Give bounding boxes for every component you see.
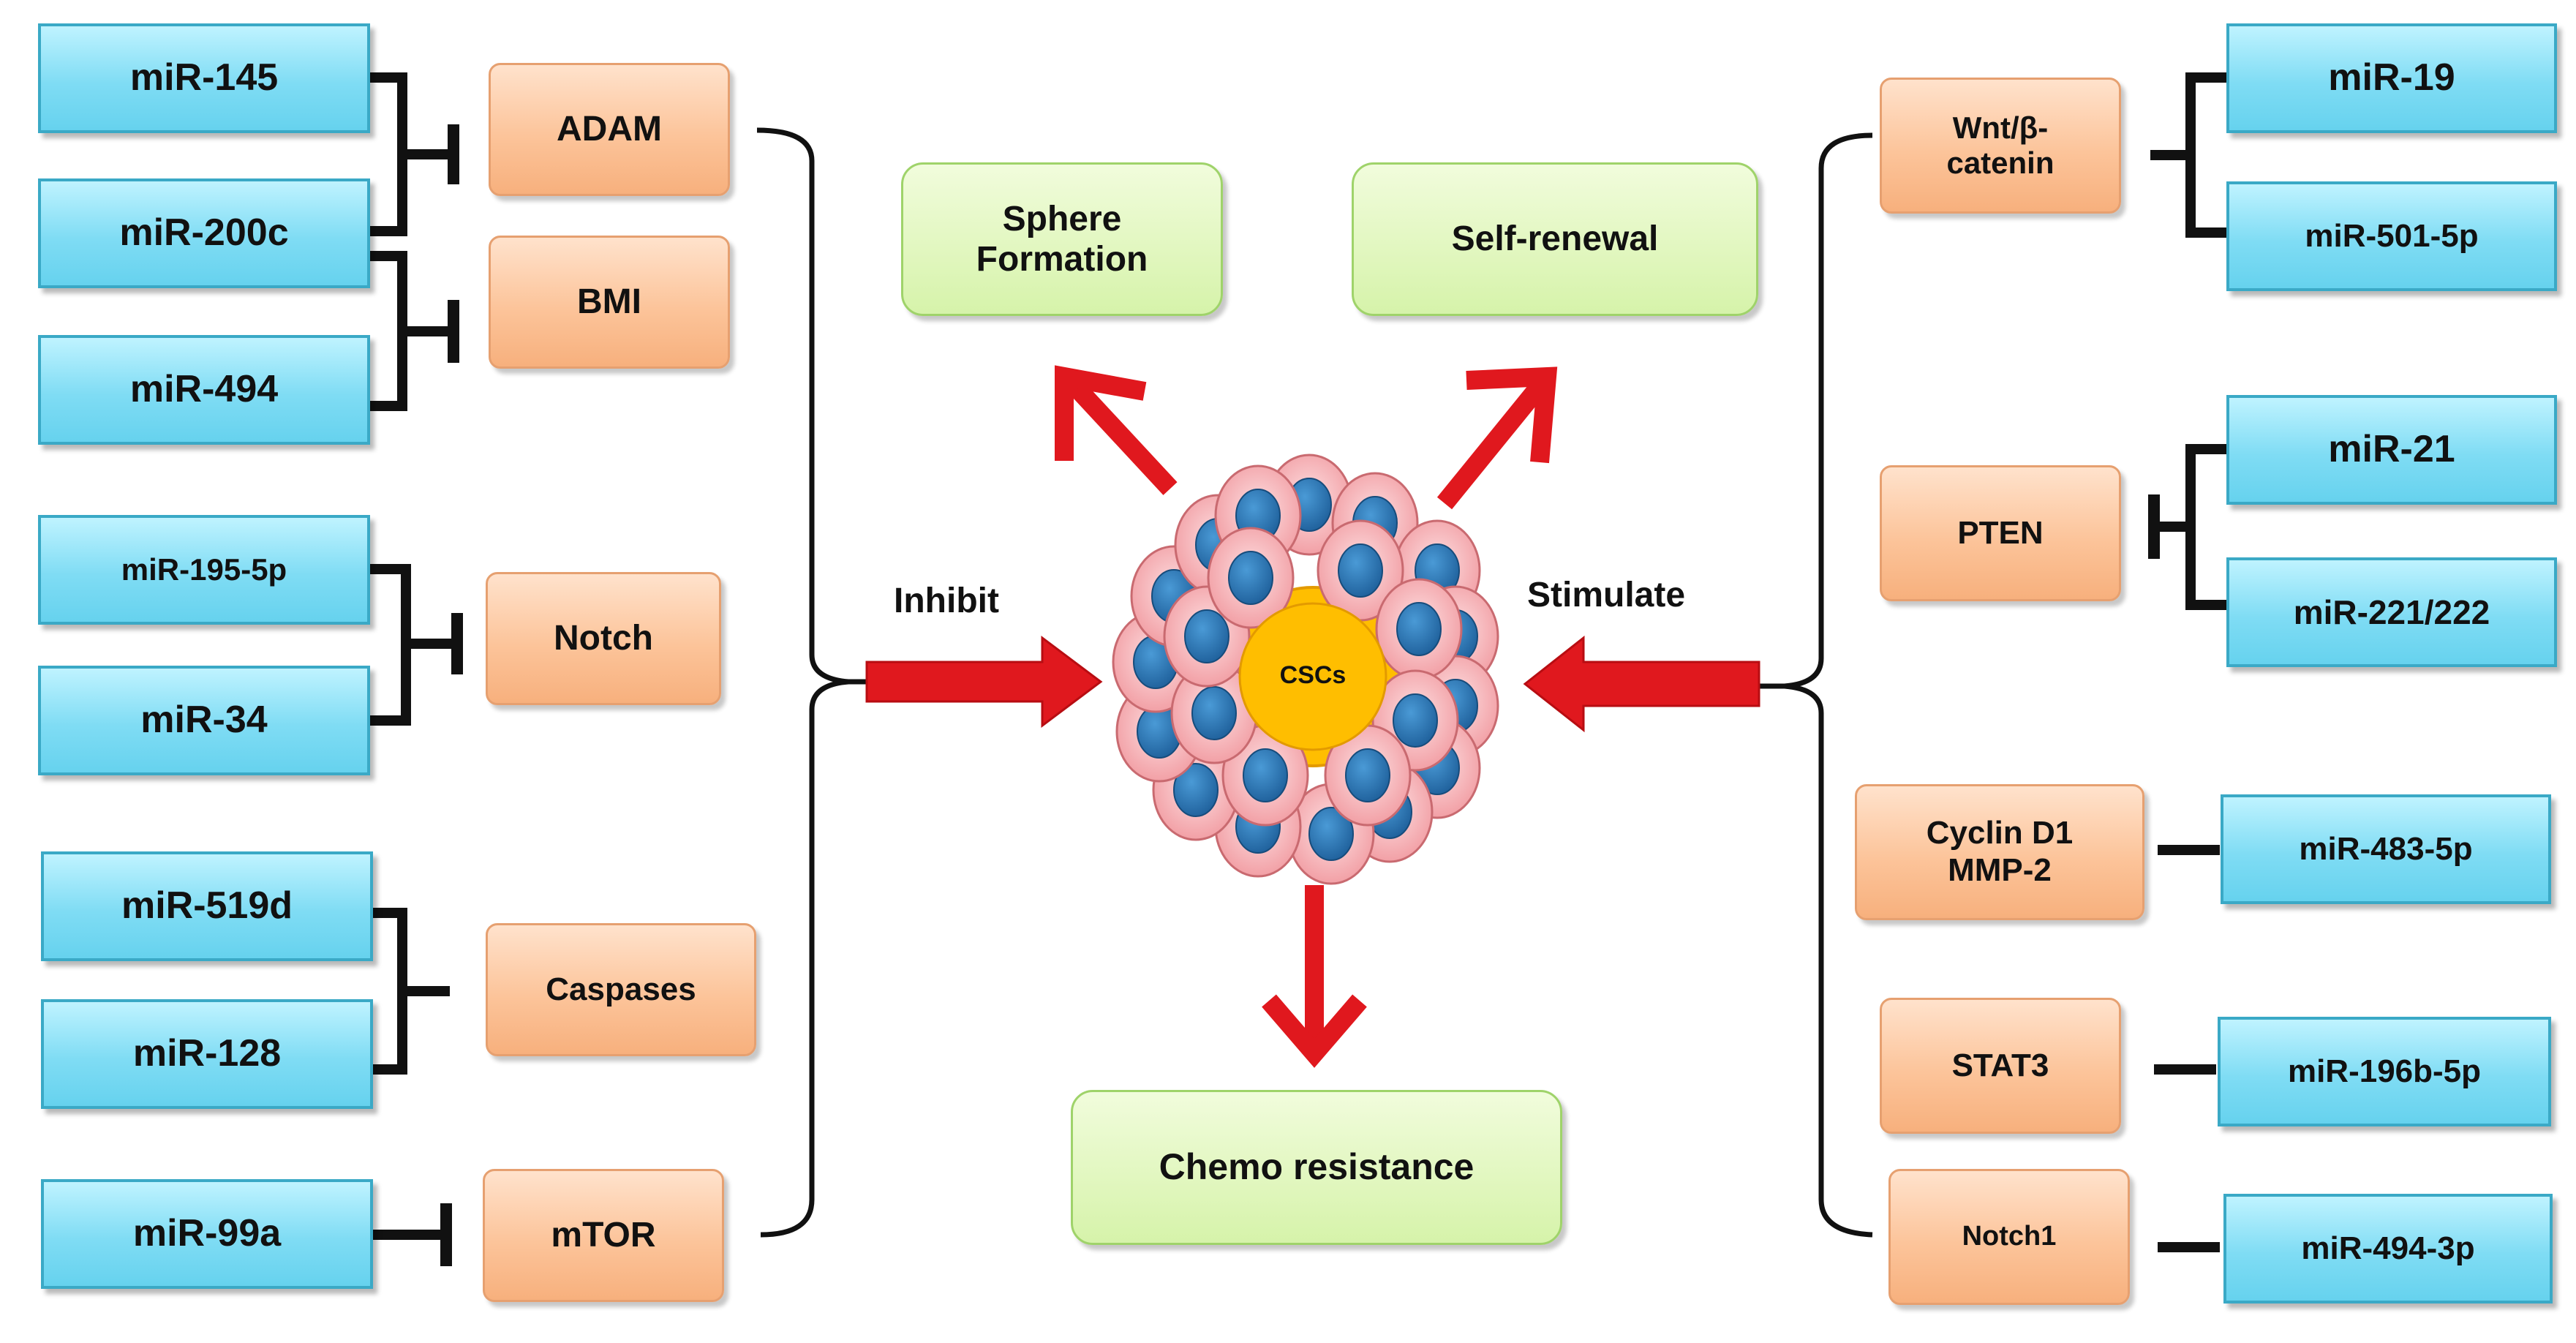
mirna-box-mir145: miR-145	[38, 23, 370, 133]
csc-cell-nucleus	[1396, 602, 1442, 656]
outcome-chemo-resistance: Chemo resistance	[1071, 1090, 1562, 1245]
csc-cell-nucleus	[1345, 748, 1390, 802]
mirna-box-mir494-3p: miR-494-3p	[2223, 1194, 2553, 1304]
target-box-notch: Notch	[486, 572, 721, 705]
bracket-wnt	[2150, 72, 2227, 238]
target-box-cyclin-d1-mmp2: Cyclin D1 MMP-2	[1855, 784, 2144, 920]
bracket-mir195-mir34	[369, 564, 457, 726]
bracket-pten	[2154, 444, 2227, 610]
mirna-box-mir196b-5p: miR-196b-5p	[2218, 1017, 2551, 1126]
outcome-sphere-formation: Sphere Formation	[901, 162, 1223, 316]
csc-cell-nucleus	[1191, 686, 1237, 740]
arrow-to-selfrenewal	[1436, 380, 1548, 510]
left-group-bracket	[756, 127, 849, 1238]
bracket-mir519d-mir128	[369, 908, 450, 1075]
stimulate-arrow	[1523, 635, 1760, 733]
target-box-mtor: mTOR	[483, 1169, 724, 1302]
stimulate-label: Stimulate	[1527, 576, 1686, 614]
csc-cell-nucleus	[1228, 551, 1273, 605]
target-box-wnt-beta-catenin: Wnt/β- catenin	[1880, 78, 2121, 214]
csc-cell-nucleus	[1243, 748, 1288, 802]
mirna-box-mir99a: miR-99a	[41, 1179, 373, 1289]
arrow-to-sphere	[1068, 380, 1178, 495]
csc-cell-nucleus	[1393, 693, 1438, 748]
bracket-mir200c-mir494	[369, 251, 453, 411]
csc-cell-nucleus	[1173, 763, 1219, 817]
inhibit-arrow	[865, 636, 1103, 728]
target-box-caspases: Caspases	[486, 923, 756, 1056]
right-group-bracket	[1784, 132, 1873, 1238]
target-box-adam: ADAM	[489, 63, 730, 196]
mirna-box-mir494: miR-494	[38, 335, 370, 445]
bracket-mir145-mir200c	[369, 72, 453, 236]
csc-cell-nucleus	[1184, 609, 1229, 663]
target-box-bmi: BMI	[489, 236, 730, 369]
csc-cluster	[1112, 454, 1499, 885]
mirna-box-mir200c: miR-200c	[38, 178, 370, 288]
target-box-pten: PTEN	[1880, 465, 2121, 601]
mirna-box-mir195-5p: miR-195-5p	[38, 515, 370, 625]
mirna-box-mir483-5p: miR-483-5p	[2221, 794, 2551, 904]
target-box-notch1: Notch1	[1888, 1169, 2130, 1305]
csc-cell-nucleus	[1338, 543, 1383, 598]
mirna-box-mir19: miR-19	[2226, 23, 2557, 133]
target-box-stat3: STAT3	[1880, 998, 2121, 1134]
mirna-box-mir221-222: miR-221/222	[2226, 557, 2557, 667]
mirna-box-mir501-5p: miR-501-5p	[2226, 181, 2557, 291]
csc-core-top	[1238, 602, 1387, 751]
csc-cell-nucleus	[1308, 807, 1354, 861]
mirna-box-mir21: miR-21	[2226, 395, 2557, 505]
mirna-box-mir128: miR-128	[41, 999, 373, 1109]
outcome-self-renewal: Self-renewal	[1352, 162, 1758, 316]
mirna-box-mir519d: miR-519d	[41, 851, 373, 961]
inhibit-label: Inhibit	[894, 582, 999, 620]
csc-label: CSCs	[1279, 661, 1347, 689]
mirna-box-mir34: miR-34	[38, 666, 370, 775]
